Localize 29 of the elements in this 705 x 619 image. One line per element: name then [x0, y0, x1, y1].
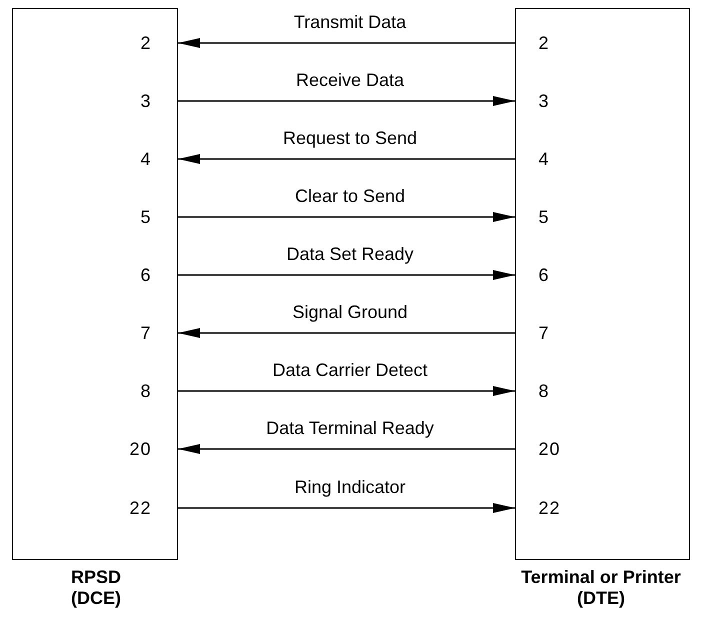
pin-number: 5	[108, 204, 178, 228]
pin-number: 2	[514, 30, 584, 54]
pin-number: 6	[514, 262, 584, 286]
pin-number: 7	[108, 320, 178, 344]
pin-number: 22	[108, 496, 178, 520]
pin-number: 2	[108, 30, 178, 54]
arrow	[178, 154, 515, 164]
pin-number: 20	[108, 436, 178, 460]
pin-number: 6	[108, 262, 178, 286]
pin-number: 22	[514, 496, 584, 520]
arrow	[178, 270, 515, 280]
pin-number: 8	[514, 378, 584, 402]
arrow	[178, 386, 515, 396]
pin-number: 20	[514, 436, 584, 460]
arrow	[178, 444, 515, 454]
arrow	[178, 96, 515, 106]
arrow	[178, 503, 515, 513]
box-heading: Terminal or Printer (DTE)	[520, 567, 682, 609]
arrow	[178, 212, 515, 222]
pin-number: 7	[514, 320, 584, 344]
pin-number: 3	[108, 88, 178, 112]
pin-number: 4	[108, 146, 178, 170]
arrow	[178, 328, 515, 338]
pin-number: 5	[514, 204, 584, 228]
arrow	[178, 38, 515, 48]
pin-number: 4	[514, 146, 584, 170]
pin-number: 8	[108, 378, 178, 402]
box-heading: RPSD (DCE)	[70, 567, 122, 609]
pin-number: 3	[514, 88, 584, 112]
